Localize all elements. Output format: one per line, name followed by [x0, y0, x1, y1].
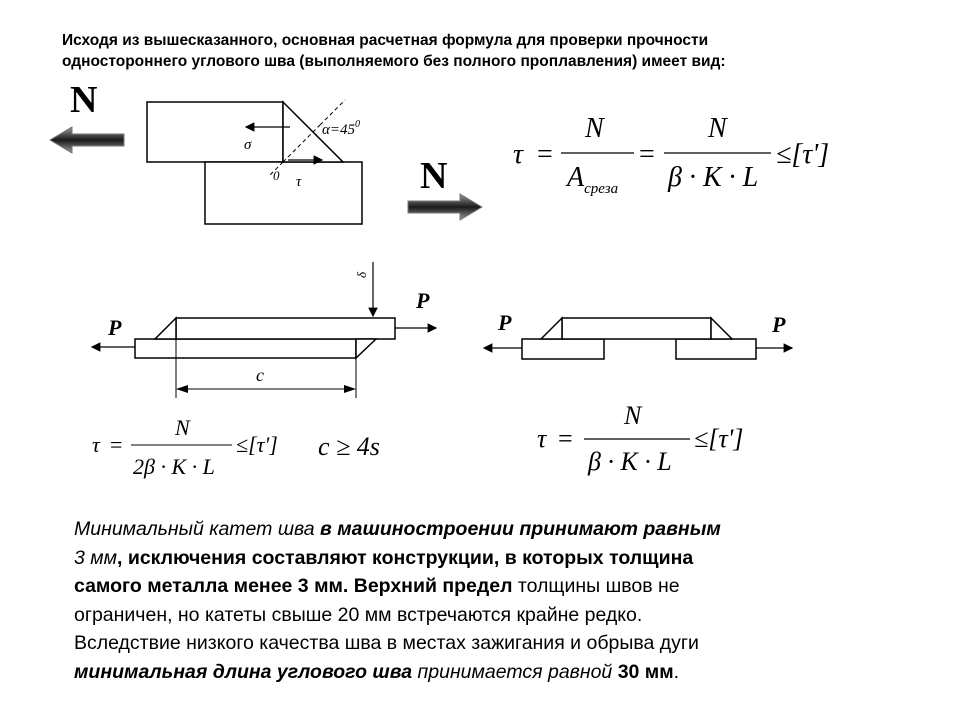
lower-plate	[204, 161, 363, 225]
formula-top-num1: N	[584, 113, 605, 144]
angle-label: α=450	[322, 119, 360, 138]
lap-lower-plate	[134, 338, 357, 359]
formula-butt-eq: =	[558, 424, 573, 453]
intro-text: Исходя из вышесказанного, основная расче…	[62, 30, 882, 72]
formula-butt-lhs: τ	[537, 424, 548, 453]
lap-force-right: P	[415, 288, 430, 313]
butt-plate-right	[675, 338, 757, 360]
upper-plate	[146, 101, 284, 163]
formula-lap-condition: c ≥ 4s	[318, 432, 380, 461]
body-line-4: ограничен, но катеты свыше 20 мм встреча…	[74, 603, 643, 626]
formula-top-den2: β · K · L	[667, 162, 758, 193]
formula-butt-num: N	[623, 401, 643, 430]
formula-lap-den: 2β · K · L	[133, 454, 215, 479]
butt-weld-right	[710, 316, 734, 340]
butt-joint-diagram: P P	[482, 310, 794, 360]
sigma-label: σ	[244, 137, 252, 153]
formula-lap-eq: =	[110, 432, 122, 457]
formula-lap-num: N	[174, 415, 191, 440]
force-arrow-left-icon	[49, 126, 125, 154]
body-line-2: 3 мм, исключения составляют конструкции,…	[74, 546, 694, 569]
tau-label: τ	[296, 174, 302, 190]
body-line-3: самого металла менее 3 мм. Верхний преде…	[74, 575, 680, 597]
body-line-1: Минимальный катет шва в машиностроении п…	[74, 518, 721, 540]
butt-plate-left	[521, 338, 605, 360]
force-label-left: N	[70, 79, 97, 121]
lap-force-left: P	[107, 315, 122, 340]
formula-butt-rhs: ≤[τ']	[694, 424, 743, 453]
thickness-label: δ	[354, 271, 369, 278]
formula-top-rhs: ≤[τ']	[776, 139, 829, 170]
formula-top-eq2: =	[639, 139, 655, 170]
force-label-right: N	[420, 155, 447, 197]
formula-top-den1: Aсреза	[565, 162, 618, 197]
body-paragraph: Минимальный катет шва в машиностроении п…	[74, 515, 904, 686]
formula-lap-lhs: τ	[92, 432, 101, 457]
butt-weld-left	[539, 316, 563, 340]
lap-weld-right	[355, 338, 378, 360]
butt-force-left: P	[497, 310, 512, 335]
formula-top-lhs: τ	[513, 139, 524, 170]
body-line-5: Вследствие низкого качества шва в местах…	[74, 632, 699, 654]
formula-lap: τ = N 2β · K · L ≤[τ'] c ≥ 4s	[92, 415, 380, 479]
weld-throat-line	[282, 124, 321, 163]
formula-top-eq1: =	[537, 139, 553, 170]
lap-upper-plate	[175, 317, 396, 340]
butt-force-right: P	[771, 312, 786, 337]
lap-joint-diagram: P P δ c	[90, 262, 438, 398]
formula-top: τ = N Aсреза = N β · K · L ≤[τ']	[513, 113, 829, 197]
formula-butt: τ = N β · K · L ≤[τ']	[537, 401, 743, 476]
formula-butt-den: β · K · L	[587, 447, 672, 476]
fillet-weld-diagram: N σ τ 0 α=450 N	[49, 79, 483, 225]
butt-strap	[561, 317, 712, 340]
intro-line-1: Исходя из вышесказанного, основная расче…	[62, 32, 709, 49]
force-arrow-right-icon	[407, 193, 483, 221]
intro-line-2: одностороннего углового шва (выполняемог…	[62, 53, 726, 70]
formula-top-num2: N	[707, 113, 728, 144]
formula-lap-rhs: ≤[τ']	[236, 432, 278, 457]
body-line-6: минимальная длина углового шва принимает…	[74, 660, 680, 683]
origin-label: 0	[273, 168, 280, 183]
lap-weld-left	[153, 316, 177, 340]
dimension-label: c	[256, 365, 264, 385]
